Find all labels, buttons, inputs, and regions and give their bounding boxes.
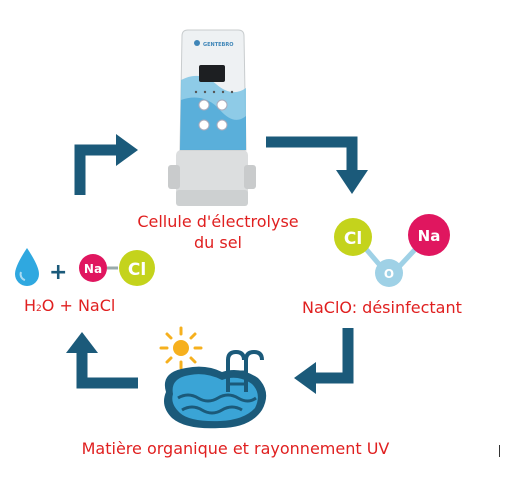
pool-icon: [164, 349, 267, 429]
na-atom-left: [79, 254, 107, 282]
arrow-icon: [76, 350, 138, 389]
electrolysis-cell-label: Cellule d'électrolyse du sel: [108, 211, 328, 253]
na-atom-left-label: Na: [84, 262, 102, 276]
electrolysis-cell-label-line1: Cellule d'électrolyse: [137, 212, 299, 231]
naclo-molecule: [334, 214, 450, 287]
sun-icon: [159, 326, 203, 370]
arrow-icon: [266, 136, 358, 176]
electrolysis-cell-label-line2: du sel: [193, 233, 242, 252]
plus-sign: +: [49, 260, 67, 285]
water-drop-icon: [15, 248, 39, 286]
text-cursor: [499, 445, 500, 457]
o-atom-label: O: [384, 267, 394, 281]
naclo-label: NaClO: désinfectant: [302, 298, 462, 317]
cl-atom-left-label: Cl: [128, 260, 146, 280]
na-atom-right: [408, 214, 450, 256]
h2o-nacl-label: H2O + NaCl: [24, 295, 115, 320]
cl-atom-right-label: Cl: [344, 229, 362, 249]
cl-atom-right: [334, 218, 372, 256]
cycle-arrows: [74, 136, 358, 389]
h2o-h: H: [24, 296, 37, 315]
h2o-rest: O + NaCl: [41, 296, 116, 315]
cl-atom-left: [119, 250, 155, 286]
na-atom-right-label: Na: [418, 227, 441, 245]
arrow-icon: [312, 328, 354, 384]
organic-uv-label: Matière organique et rayonnement UV: [81, 439, 390, 458]
device-brand-text: GENTEBRO: [203, 42, 233, 48]
h2o-subscript: 2: [36, 304, 42, 314]
o-atom: [375, 259, 403, 287]
electrolysis-cell-device: GENTEBRO: [168, 29, 256, 206]
arrow-icon: [74, 144, 118, 195]
